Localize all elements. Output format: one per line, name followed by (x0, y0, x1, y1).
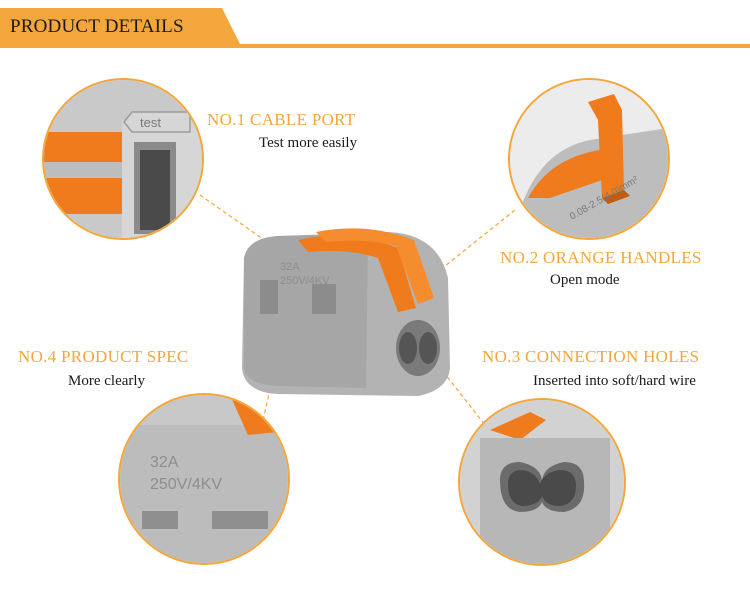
test-label: test (140, 115, 161, 130)
product-spec-closeup: 32A 250V/4KV (118, 393, 290, 565)
feature-subtitle-cable-port: Test more easily (259, 135, 358, 151)
feature-title-cable-port: NO.1 CABLE PORT (207, 110, 356, 129)
cable-port-closeup: test (42, 78, 204, 240)
feature-subtitle-product-spec: More clearly (68, 373, 146, 389)
feature-subtitle-orange-handles: Open mode (550, 272, 620, 288)
product-image: 32A 250V/4KV (238, 218, 460, 400)
connection-holes-closeup (458, 398, 626, 566)
feature-title-connection-holes: NO.3 CONNECTION HOLES (482, 347, 700, 366)
feature-title-product-spec: NO.4 PRODUCT SPEC (18, 347, 189, 366)
orange-handles-closeup: 0.08-2.5(4.0)mm² (508, 78, 670, 240)
product-rating-current: 32A (280, 261, 300, 273)
header-tab (0, 8, 240, 44)
spec-rating-voltage: 250V/4KV (150, 476, 222, 493)
section-header: PRODUCT DETAILS (0, 0, 750, 48)
header-rule (0, 44, 750, 48)
spec-rating-current: 32A (150, 454, 179, 471)
product-rating-voltage: 250V/4KV (280, 275, 330, 287)
feature-title-orange-handles: NO.2 ORANGE HANDLES (500, 248, 702, 267)
section-title: PRODUCT DETAILS (10, 16, 184, 37)
feature-subtitle-connection-holes: Inserted into soft/hard wire (533, 373, 696, 389)
